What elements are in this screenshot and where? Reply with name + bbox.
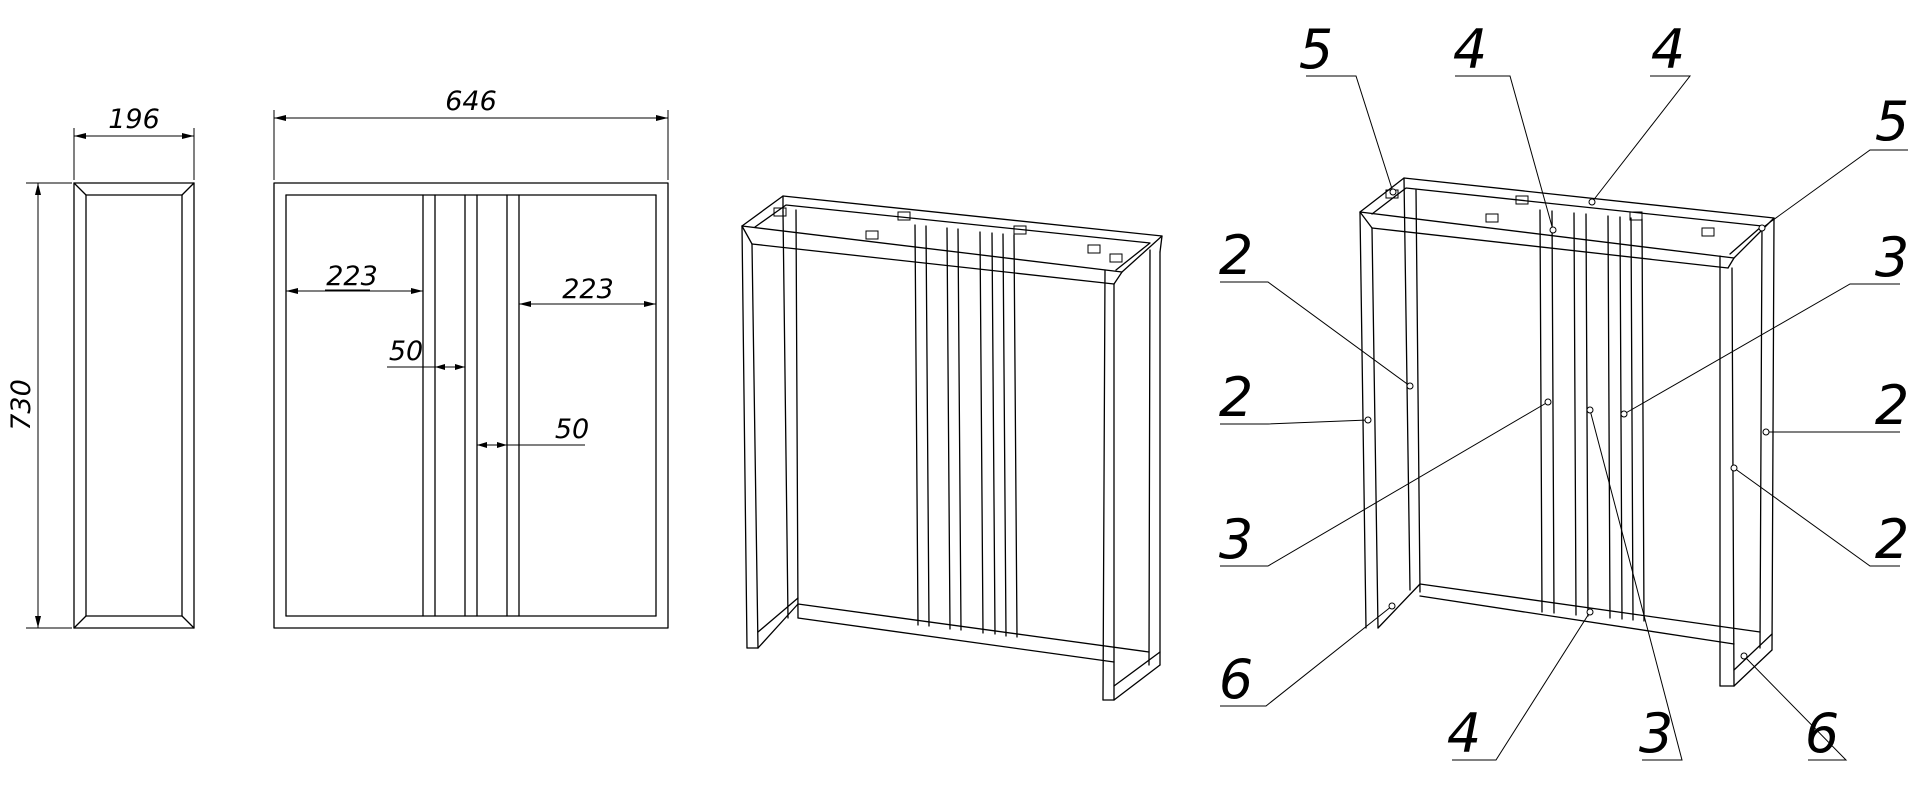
- dimension-left-bay: 223: [286, 261, 423, 294]
- callout-3-bottom: 3: [1639, 702, 1673, 765]
- isometric-callout-view: [1359, 177, 1775, 687]
- callout-6-right: 6: [1805, 702, 1839, 765]
- dimension-height: 730: [6, 182, 72, 629]
- dimension-gap-left-label: 50: [389, 336, 423, 367]
- dimension-gap-left: 50: [387, 336, 465, 370]
- callout-4-bottom: 4: [1447, 702, 1481, 765]
- front-view: [273, 182, 669, 629]
- callout-labels: 5 4 4 5 2 3 2 2 3 2 6 4 3 6: [1219, 18, 1909, 765]
- dimension-depth-label: 196: [108, 104, 160, 135]
- callout-3-right-upper: 3: [1875, 226, 1909, 289]
- dimension-overall-width-label: 646: [445, 86, 497, 117]
- dimension-gap-right-label: 50: [555, 414, 589, 445]
- leader-dots: [1364, 188, 1770, 660]
- callout-3-left-lower: 3: [1219, 508, 1253, 571]
- callout-6-left: 6: [1219, 648, 1253, 711]
- dimension-overall-width: 646: [273, 86, 669, 180]
- dimension-depth: 196: [73, 104, 195, 180]
- callout-2-right-lower: 2: [1875, 508, 1909, 571]
- leader-lines: [1220, 75, 1908, 761]
- callout-4-top-left: 4: [1453, 18, 1487, 81]
- callout-5-top-right: 5: [1875, 90, 1909, 153]
- callout-2-left-upper: 2: [1219, 224, 1253, 287]
- callout-4-top-right: 4: [1651, 18, 1685, 81]
- callout-2-left-middle: 2: [1219, 366, 1253, 429]
- callout-2-right-middle: 2: [1875, 374, 1909, 437]
- side-view: [73, 182, 195, 629]
- dimension-right-bay-label: 223: [562, 274, 614, 305]
- isometric-view: [741, 195, 1163, 701]
- dimension-right-bay: 223: [519, 274, 656, 307]
- dimension-gap-right: 50: [477, 414, 589, 448]
- dimension-left-bay-label: 223: [326, 261, 378, 292]
- callout-5-top-left: 5: [1299, 18, 1333, 81]
- dimension-height-label: 730: [6, 379, 37, 431]
